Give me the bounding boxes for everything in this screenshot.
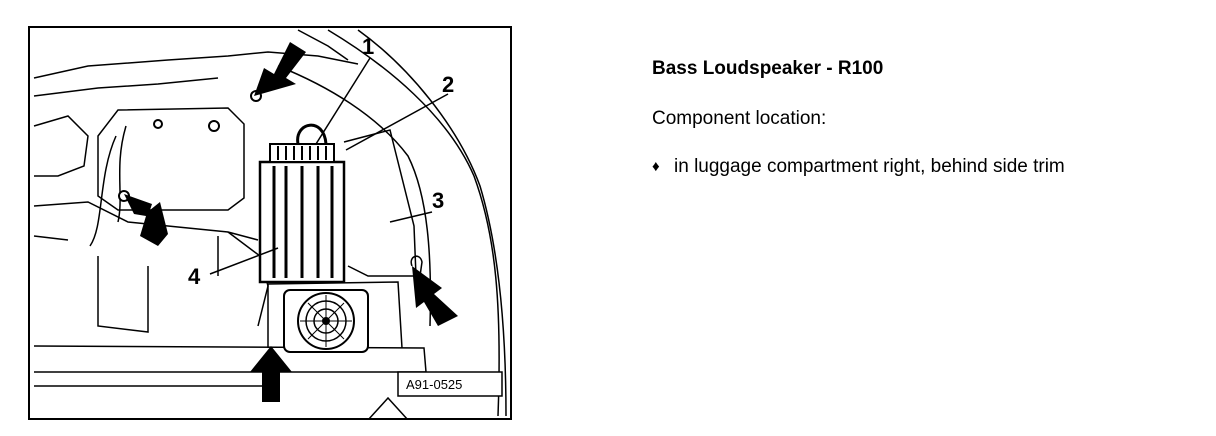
list-item: ♦ in luggage compartment right, behind s… [652, 156, 1192, 178]
bass-module-housing [258, 123, 346, 284]
callout-2: 2 [442, 72, 454, 97]
screws [118, 90, 262, 202]
trim-outlines [33, 29, 507, 420]
diamond-bullet-icon: ♦ [652, 158, 660, 175]
speaker-grille [283, 289, 369, 353]
list-item-text: in luggage compartment right, behind sid… [674, 156, 1065, 177]
component-location-figure: 1 2 3 4 A91-0525 [28, 26, 512, 420]
leader-lines [209, 57, 449, 275]
luggage-compartment-drawing: 1 2 3 4 A91-0525 [28, 26, 512, 420]
callout-1: 1 [362, 34, 374, 59]
arrow-icon [124, 42, 458, 402]
reference-code-box [397, 371, 503, 397]
callout-3: 3 [432, 188, 444, 213]
page-title: Bass Loudspeaker - R100 [652, 58, 884, 79]
section-subtitle: Component location: [652, 108, 827, 129]
description-panel: Bass Loudspeaker - R100 Component locati… [652, 58, 1192, 178]
reference-code: A91-0525 [406, 377, 462, 392]
callout-4: 4 [188, 264, 201, 289]
